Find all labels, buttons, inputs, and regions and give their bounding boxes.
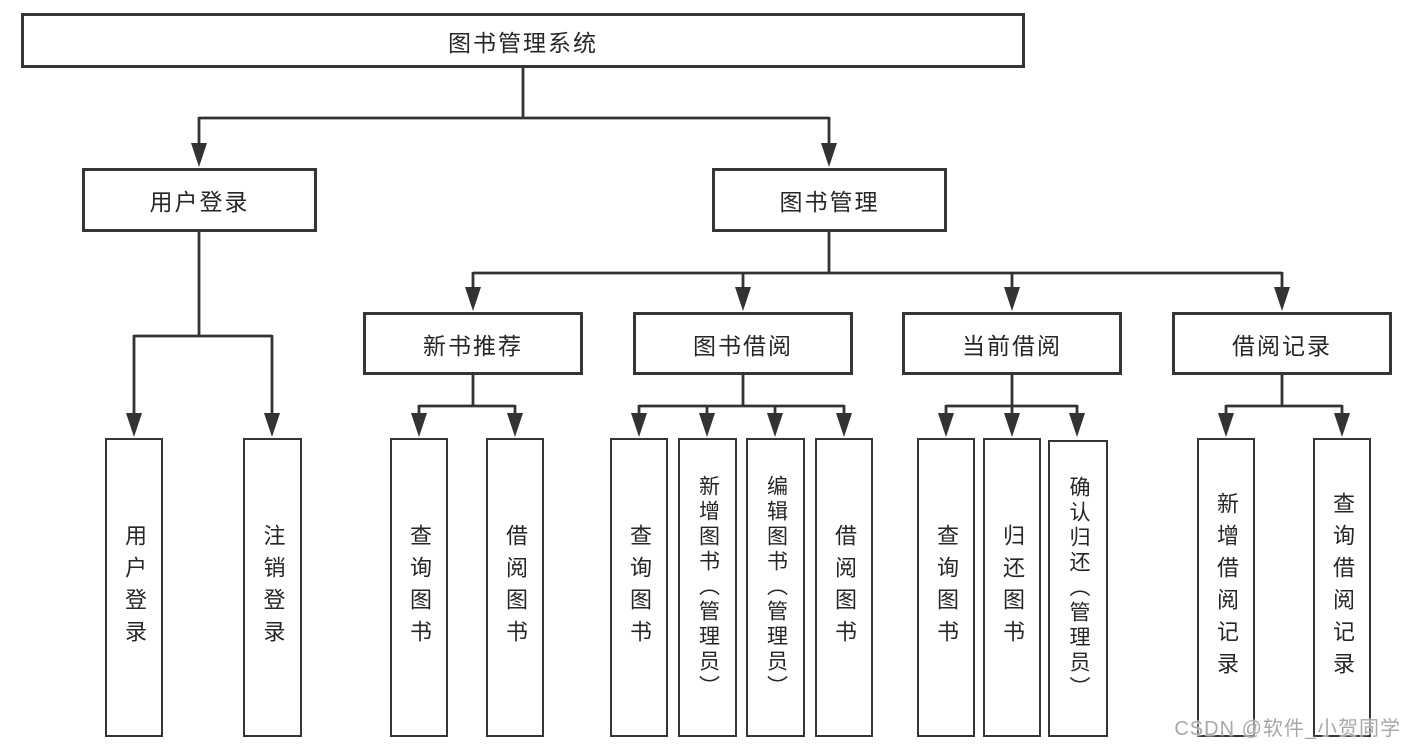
leaf-return-book: 归还图书	[983, 438, 1041, 737]
leaf-query-books-1: 查询图书	[390, 438, 448, 737]
leaf-logout: 注销登录	[243, 438, 302, 737]
leaf-user-login: 用户登录	[105, 438, 163, 737]
node-new-book-recommend: 新书推荐	[363, 312, 583, 375]
node-current-borrowing: 当前借阅	[902, 312, 1122, 375]
node-user-login: 用户登录	[82, 168, 317, 232]
leaf-query-books-2: 查询图书	[610, 438, 668, 737]
watermark: CSDN @软件_小贺同学	[1174, 718, 1401, 740]
leaf-confirm-return-admin: 确认归还（管理员）	[1048, 440, 1108, 737]
leaf-borrow-books-1: 借阅图书	[486, 438, 544, 737]
leaf-borrow-books-2: 借阅图书	[815, 438, 873, 737]
node-book-borrowing: 图书借阅	[633, 312, 853, 375]
node-root: 图书管理系统	[21, 13, 1025, 68]
node-book-management: 图书管理	[712, 168, 947, 232]
connector-arrowheads	[126, 143, 1350, 437]
node-borrow-records: 借阅记录	[1172, 312, 1392, 375]
leaf-query-books-3: 查询图书	[917, 438, 975, 737]
leaf-add-book-admin: 新增图书（管理员）	[678, 438, 737, 737]
leaf-add-borrow-record: 新增借阅记录	[1197, 438, 1255, 737]
leaf-query-borrow-record: 查询借阅记录	[1313, 438, 1371, 737]
leaf-edit-book-admin: 编辑图书（管理员）	[746, 438, 805, 737]
